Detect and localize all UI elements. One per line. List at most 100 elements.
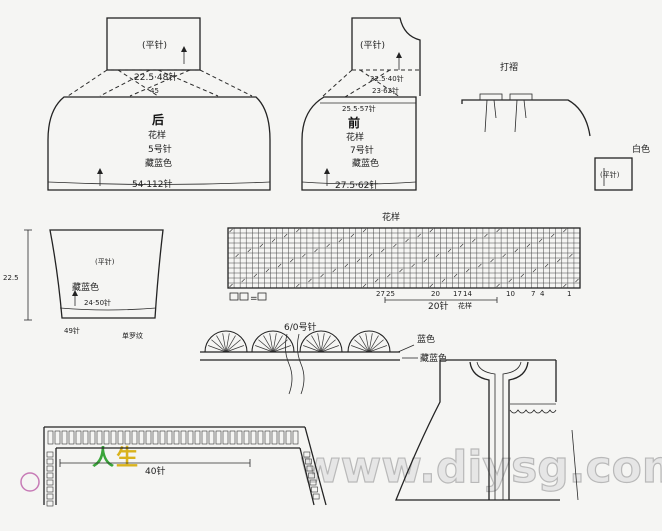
border-cell: [264, 430, 271, 445]
chart-stitch-mark: [514, 248, 518, 253]
sleeve-label: (平针): [95, 257, 115, 266]
chart-stitch-mark: [332, 268, 336, 273]
front-body-outline: [301, 96, 417, 191]
chart-stitch-mark: [563, 283, 567, 288]
border-cell: [131, 430, 138, 445]
border-cell: [46, 486, 54, 493]
chart-stitch-mark: [247, 248, 251, 253]
fan-ray: [368, 335, 379, 353]
back-yoke-label: (平针): [142, 39, 167, 51]
front-piece-name: 前: [348, 115, 360, 130]
garment-hem-right: [571, 429, 579, 501]
border-cell: [208, 430, 215, 445]
chart-stitch-mark: [550, 233, 555, 238]
chart-stitch-mark: [423, 258, 427, 263]
sleeve-height: 22.5: [3, 274, 19, 282]
chart-col-number: 1: [567, 290, 571, 298]
chart-span-brace: [384, 297, 498, 303]
fan-ray: [368, 333, 373, 353]
chart-stitch-mark: [459, 243, 464, 248]
back-piece-name: 后: [152, 112, 164, 127]
chart-col-number: 4: [540, 290, 545, 298]
border-cell: [96, 430, 103, 445]
chart-stitch-mark: [277, 263, 282, 268]
border-cell: [303, 451, 311, 458]
chart-legend: =: [229, 292, 267, 304]
fan-ray: [225, 339, 241, 353]
border-cell: [311, 486, 318, 493]
garment-left-side: [395, 360, 560, 501]
chart-stitch-mark: [466, 268, 470, 273]
chart-col-number: 25: [386, 290, 395, 298]
chart-col-number: 20: [431, 290, 440, 298]
white-piece-rect: [594, 157, 633, 191]
chart-stitch-mark: [387, 273, 391, 278]
border-cell: [222, 430, 229, 445]
border-cell: [187, 430, 194, 445]
fan-ray: [317, 333, 322, 353]
chart-stitch-mark: [399, 268, 403, 273]
chart-stitch-mark: [362, 283, 367, 288]
sleeve-rib: 单罗纹: [122, 331, 143, 340]
border-cell: [201, 430, 208, 445]
chart-stitch-mark: [283, 233, 288, 238]
logo-char-2: 生: [116, 446, 138, 471]
chart-stitch-mark: [472, 238, 476, 243]
front-pattern: 花样: [346, 131, 364, 143]
border-cell: [54, 430, 61, 445]
pleat-detail: 打褶: [461, 61, 591, 137]
border-right-inner: [299, 447, 315, 506]
chart-stitch-mark: [326, 243, 330, 248]
border-count-brace: [59, 459, 251, 467]
border-cell: [166, 430, 173, 445]
chart-stitch-mark: [490, 258, 494, 263]
pattern-chart: 花样 = 27 25 20 17 14 10 7 4 1 20针 花样: [227, 211, 581, 312]
chart-stitch-mark: [538, 238, 543, 243]
fan-ray: [320, 345, 339, 353]
border-cell: [117, 430, 124, 445]
pleat-fold-1: [479, 93, 503, 101]
border-cell: [75, 430, 82, 445]
legend-symbol-blank: [257, 292, 267, 301]
pleat-line: [493, 99, 497, 119]
sleeve-arrow: [72, 290, 78, 306]
pleat-label: 打褶: [500, 61, 518, 73]
border-cell: [82, 430, 89, 445]
white-piece: 白色 (平针): [594, 143, 650, 191]
fan-ray: [365, 333, 370, 353]
front-needle: 7号针: [350, 144, 374, 156]
chart-stitch-mark: [544, 263, 549, 268]
chart-stitch-mark: [520, 273, 525, 278]
back-ribbing: [47, 181, 271, 185]
collar-right: [508, 361, 529, 500]
chart-stitch-mark: [393, 243, 397, 248]
fan-ray: [208, 345, 227, 353]
fan-ray: [225, 335, 236, 353]
chart-stitch-mark: [417, 233, 421, 238]
border-cell: [308, 472, 315, 479]
fan-arc: [204, 330, 248, 353]
chart-stitch-mark: [381, 248, 385, 253]
border-right-outer: [304, 426, 327, 506]
fan-arc: [347, 330, 391, 353]
chart-stitch-mark: [453, 273, 458, 278]
pleat-fold-2: [509, 93, 533, 101]
back-color: 藏蓝色: [145, 157, 172, 169]
chart-stitch-mark: [253, 273, 258, 278]
back-yoke-count: 45: [150, 87, 159, 95]
border-cell: [180, 430, 187, 445]
chart-col-number: 10: [506, 290, 515, 298]
chart-stitch-mark: [532, 268, 537, 273]
front-yoke-arrow: [396, 52, 402, 70]
chart-stitch-mark: [569, 253, 573, 258]
chart-col-number: 17: [453, 290, 462, 298]
border-cell: [306, 465, 314, 472]
chart-title: 花样: [382, 211, 400, 223]
front-chest-size: 25.5·57针: [342, 104, 376, 113]
collar-inner-right: [502, 361, 522, 500]
border-cell: [292, 430, 299, 445]
edging-leader-blue: [397, 344, 415, 353]
sleeve-cuff-count: 49针: [64, 326, 80, 335]
chart-stitch-mark: [344, 263, 349, 268]
chart-stitch-mark: [526, 243, 531, 248]
